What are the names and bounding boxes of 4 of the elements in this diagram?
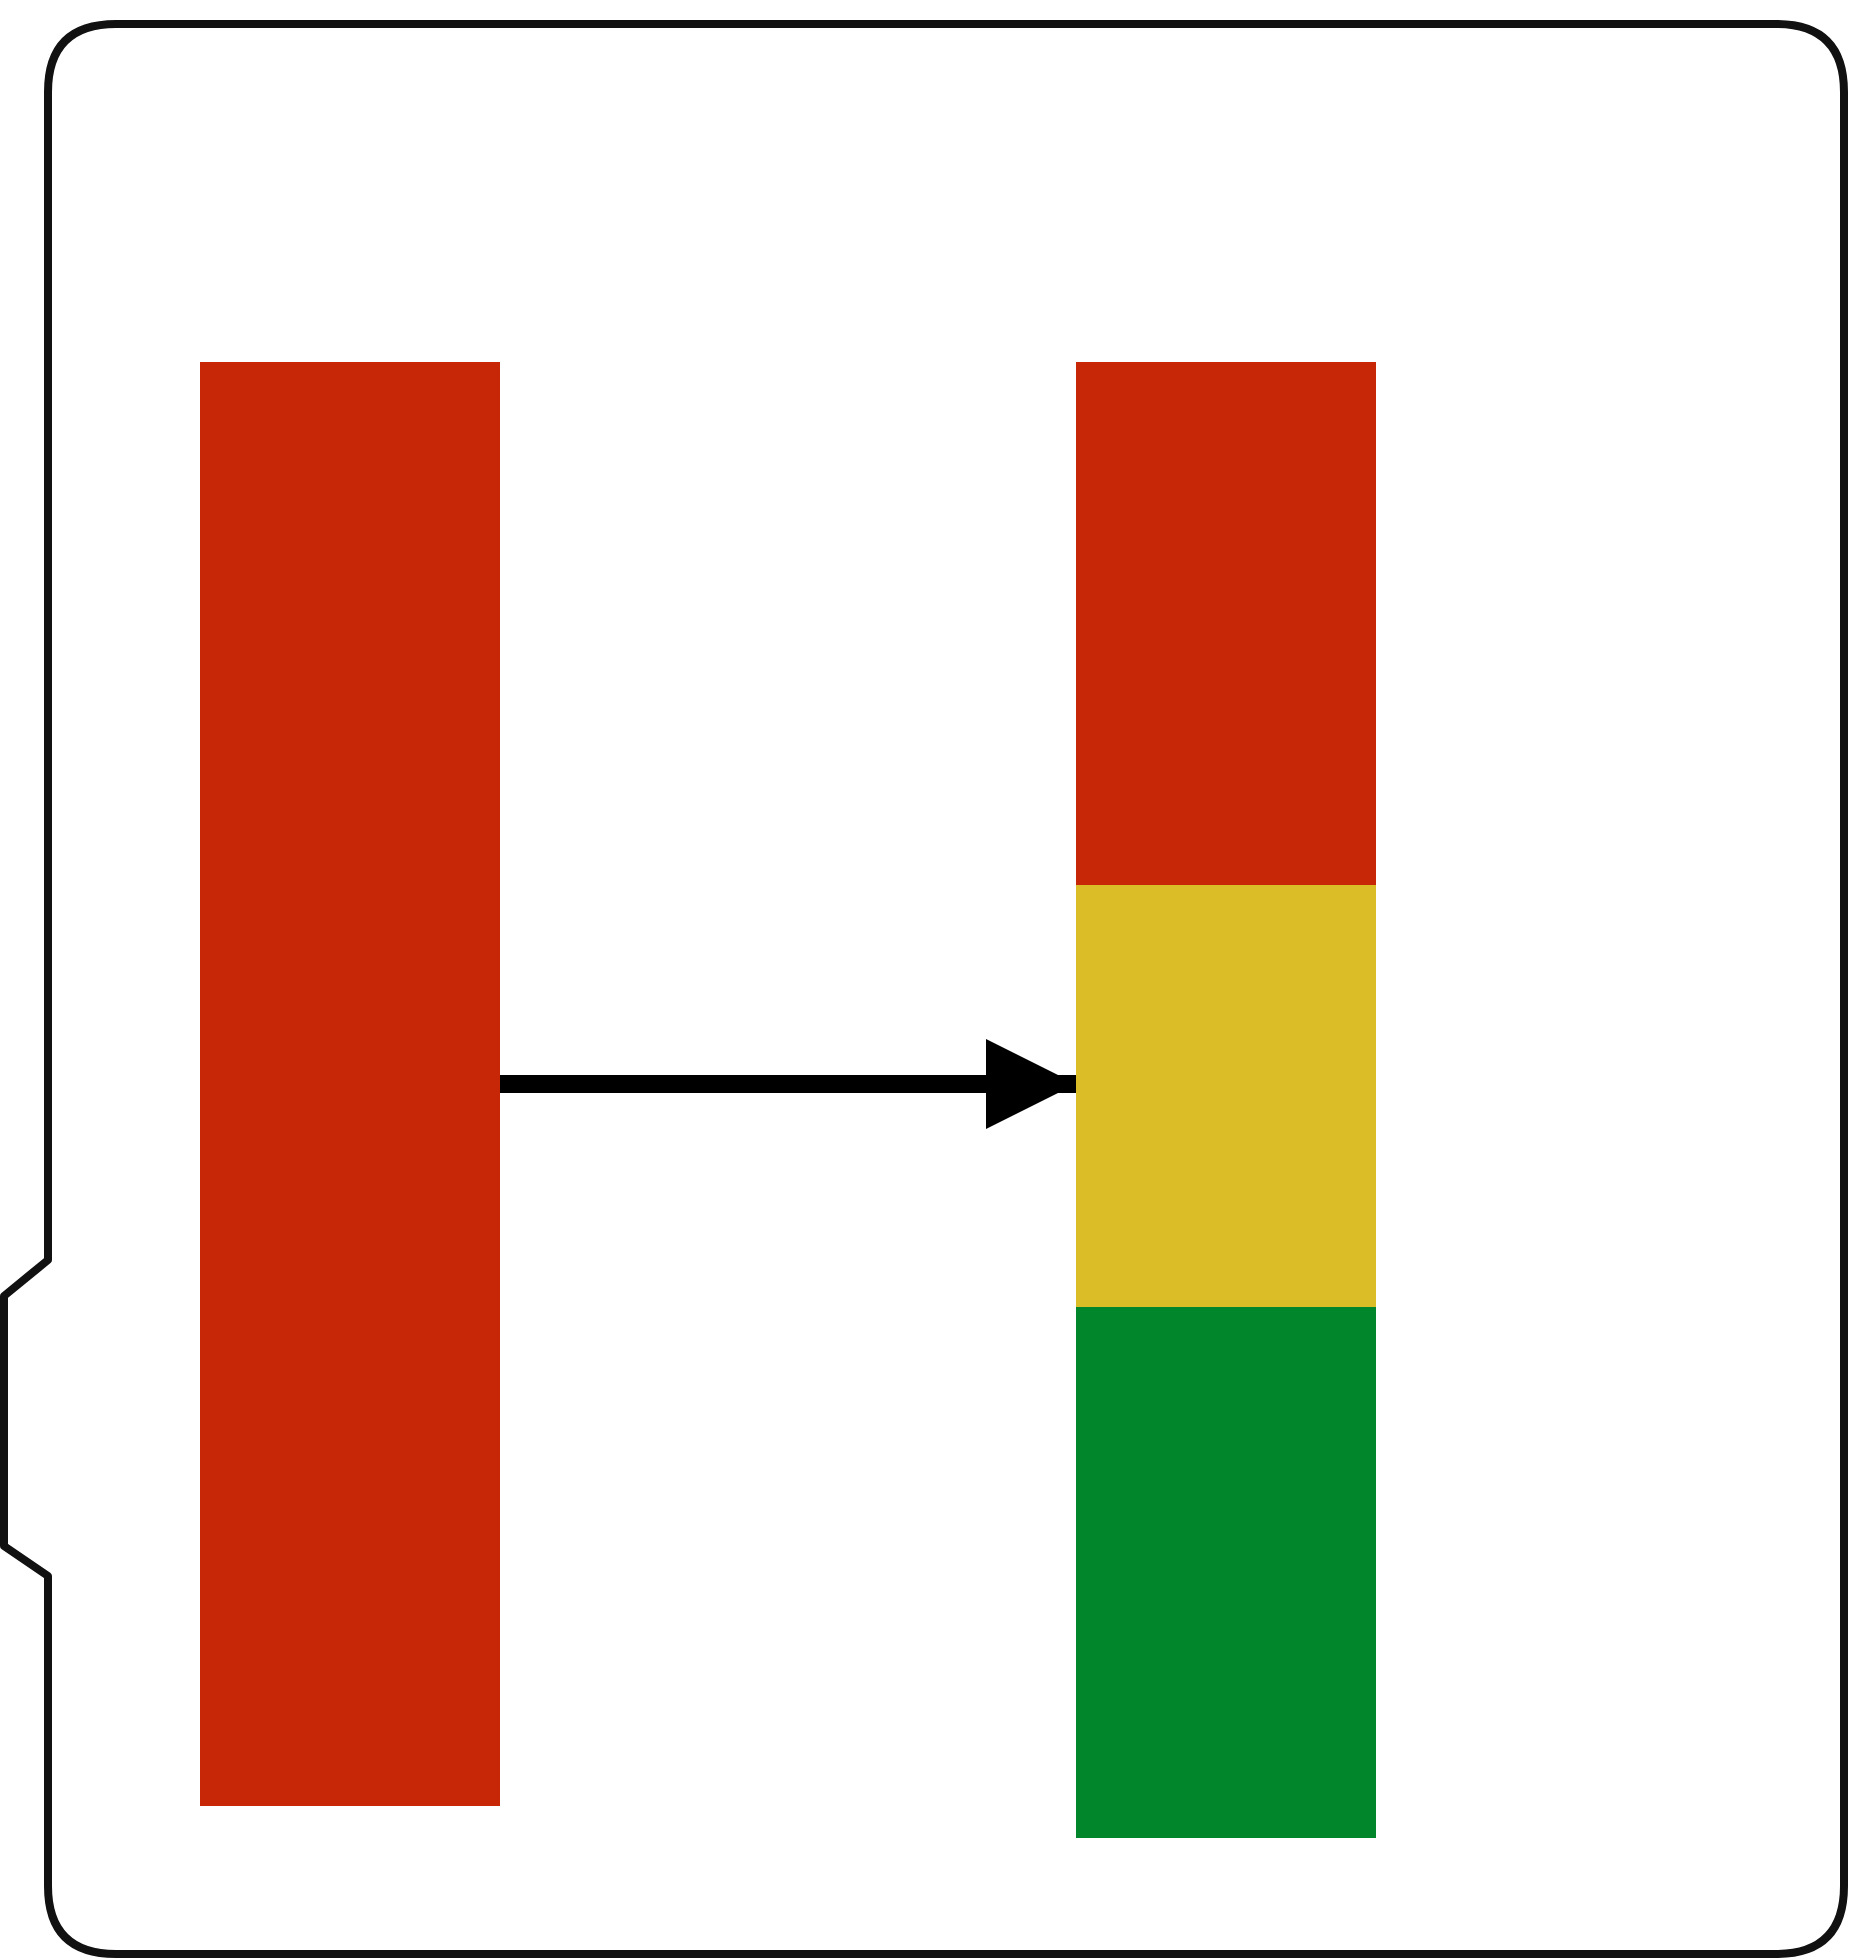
speech-bubble	[0, 16, 1850, 1960]
arrow	[500, 1039, 1076, 1129]
bar	[200, 362, 500, 1806]
stacked-bar	[1076, 362, 1376, 1838]
